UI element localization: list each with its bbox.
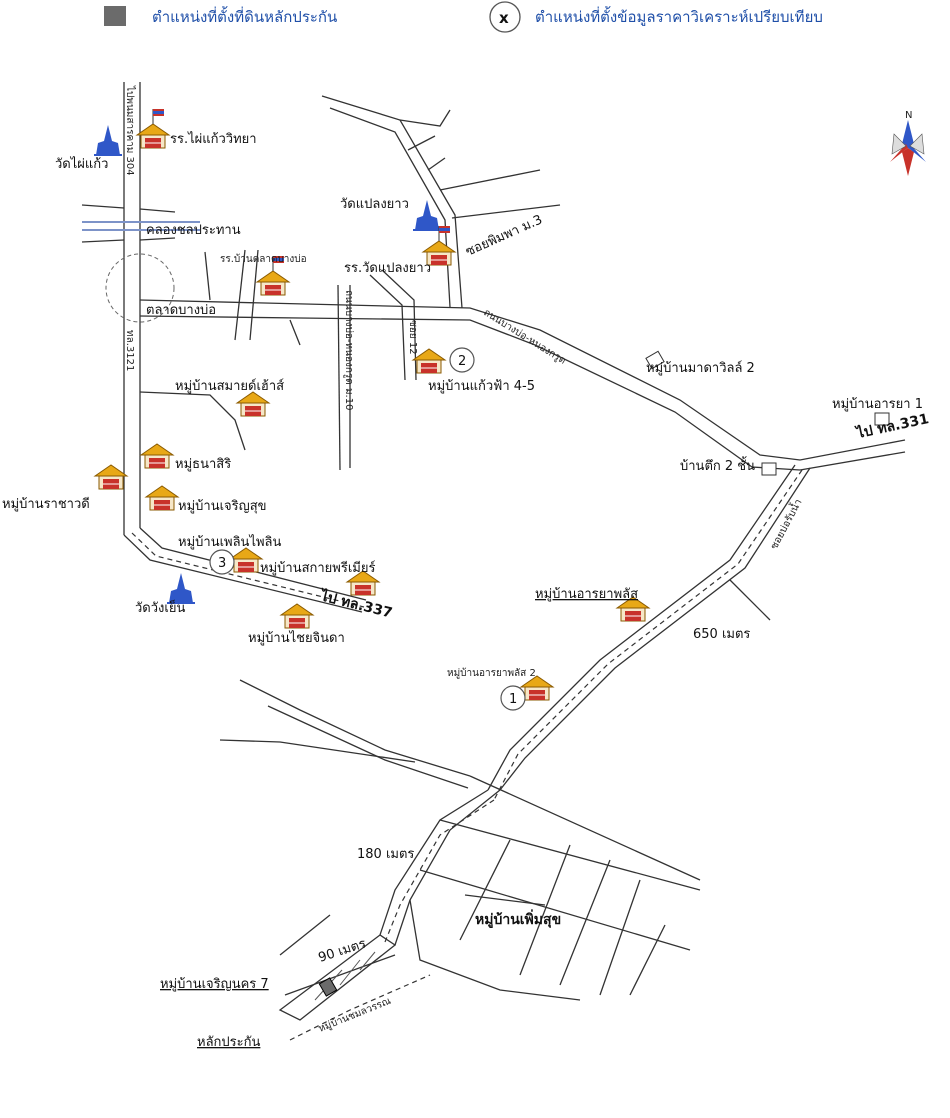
- wat-phaikaew-label: วัดไผ่แก้ว: [55, 156, 108, 172]
- temple-icon: [93, 124, 123, 156]
- svg-text:1: 1: [509, 692, 517, 707]
- school-phaikaew-label: รร.ไผ่แก้ววิทยา: [170, 131, 257, 147]
- school-bangbo-label: รร.บ้านตลาดบางบ่อ: [220, 253, 307, 265]
- house-icon: [94, 464, 128, 490]
- road-m10-label: ถนนบางบ่อ-หนองกรูด ม.10: [343, 290, 354, 410]
- legend-collateral-label: ตำแหน่งที่ตั้งที่ดินหลักประกัน: [152, 6, 337, 26]
- svg-text:3: 3: [218, 556, 226, 571]
- wat-wangyen-label: วัดวังเย็น: [135, 598, 185, 616]
- house-icon: [140, 443, 174, 469]
- charoen-nakhon-label: หมู่บ้านเจริญนคร 7: [160, 977, 269, 992]
- comparable-marker-icon: [489, 1, 521, 33]
- compass-north: N: [905, 110, 912, 121]
- wat-plaengyao-label: วัดแปลงยาว: [340, 197, 409, 212]
- building-icon: [761, 462, 777, 476]
- road-304-label: ไปพนมสารคาม 304: [124, 85, 136, 176]
- ploenploen-label: หมู่บ้านเพลินไพลิน: [178, 534, 282, 550]
- road-331-label: ไป ทล.331: [853, 409, 930, 442]
- house-icon: [236, 391, 270, 417]
- talat-bangbo-label: ตลาดบางบ่อ: [146, 303, 216, 318]
- thanasiri-label: หมู่ธนาสิริ: [175, 457, 231, 472]
- road-network: [81, 82, 906, 1041]
- temple-icon: [166, 572, 196, 604]
- wannarat-label: หมู่บ้านชมลวรรณ: [317, 995, 393, 1035]
- distance-180-label: 180 เมตร: [357, 847, 414, 862]
- phoemsuk-label: หมู่บ้านเพิ่มสุข: [475, 909, 561, 928]
- comparable-marker-1: 1: [500, 685, 526, 711]
- chaicinda-label: หมู่บ้านไชยจินดา: [248, 630, 345, 646]
- school-icon: [137, 109, 169, 148]
- road-3121-label: ทล.3121: [124, 330, 135, 371]
- kaewfa-label: หมู่บ้านแก้วฟ้า 4-5: [428, 379, 535, 394]
- school-plaengyao-label: รร.วัดแปลงยาว: [344, 261, 431, 276]
- compass-rose-icon: N: [890, 110, 926, 176]
- house-icon: [145, 485, 179, 511]
- legend-comparable-marker: x: [499, 9, 509, 27]
- mada-villa-label: หมู่บ้านมาดาวิลล์ 2: [646, 360, 755, 376]
- road-phimpha-label: ซอยพิมพา ม.3: [464, 212, 545, 259]
- rachawadi-label: หมู่บ้านราชาวดี: [2, 496, 90, 512]
- house-icon: [229, 547, 263, 573]
- road-soi12-label: ซอย 12: [407, 320, 418, 355]
- comparable-marker-3: 3: [209, 549, 235, 575]
- collateral-parcel: [318, 977, 338, 997]
- araya-1-label: หมู่บ้านอารยา 1: [832, 397, 923, 412]
- building-icon: [645, 350, 665, 370]
- baan-tuek-label: บ้านตึก 2 ชั้น: [680, 456, 755, 474]
- araya-palace-label: หมู่บ้านอารยาพลัส: [535, 587, 638, 602]
- araya-palace-2-label: หมู่บ้านอารยาพลัส 2: [447, 667, 536, 679]
- collateral-label: หลักประกัน: [197, 1035, 260, 1050]
- house-icon: [280, 603, 314, 629]
- khlong-label: คลองชลประทาน: [146, 223, 241, 238]
- charoensuk-label: หมู่บ้านเจริญสุข: [178, 499, 267, 514]
- collateral-swatch: [104, 6, 126, 26]
- house-icon: [520, 675, 554, 701]
- comparable-marker-2: 2: [449, 347, 475, 373]
- distance-90-label: 90 เมตร: [317, 936, 368, 965]
- road-soi-right-label: ซอยบ่อรับน้ำ: [766, 496, 804, 551]
- legend: ตำแหน่งที่ตั้งที่ดินหลักประกัน x ตำแหน่ง…: [104, 1, 823, 33]
- sakay-label: หมู่บ้านสกายพรีเมียร์: [260, 560, 375, 576]
- distance-650-label: 650 เมตร: [693, 627, 750, 642]
- market-area-marker: [105, 253, 175, 323]
- building-icon: [874, 412, 890, 426]
- legend-comparable-label: ตำแหน่งที่ตั้งข้อมูลราคาวิเคราะห์เปรียบเ…: [535, 6, 823, 26]
- school-icon: [423, 226, 455, 265]
- samai-house-label: หมู่บ้านสมายด์เฮ้าส์: [175, 378, 284, 394]
- svg-text:2: 2: [458, 354, 466, 369]
